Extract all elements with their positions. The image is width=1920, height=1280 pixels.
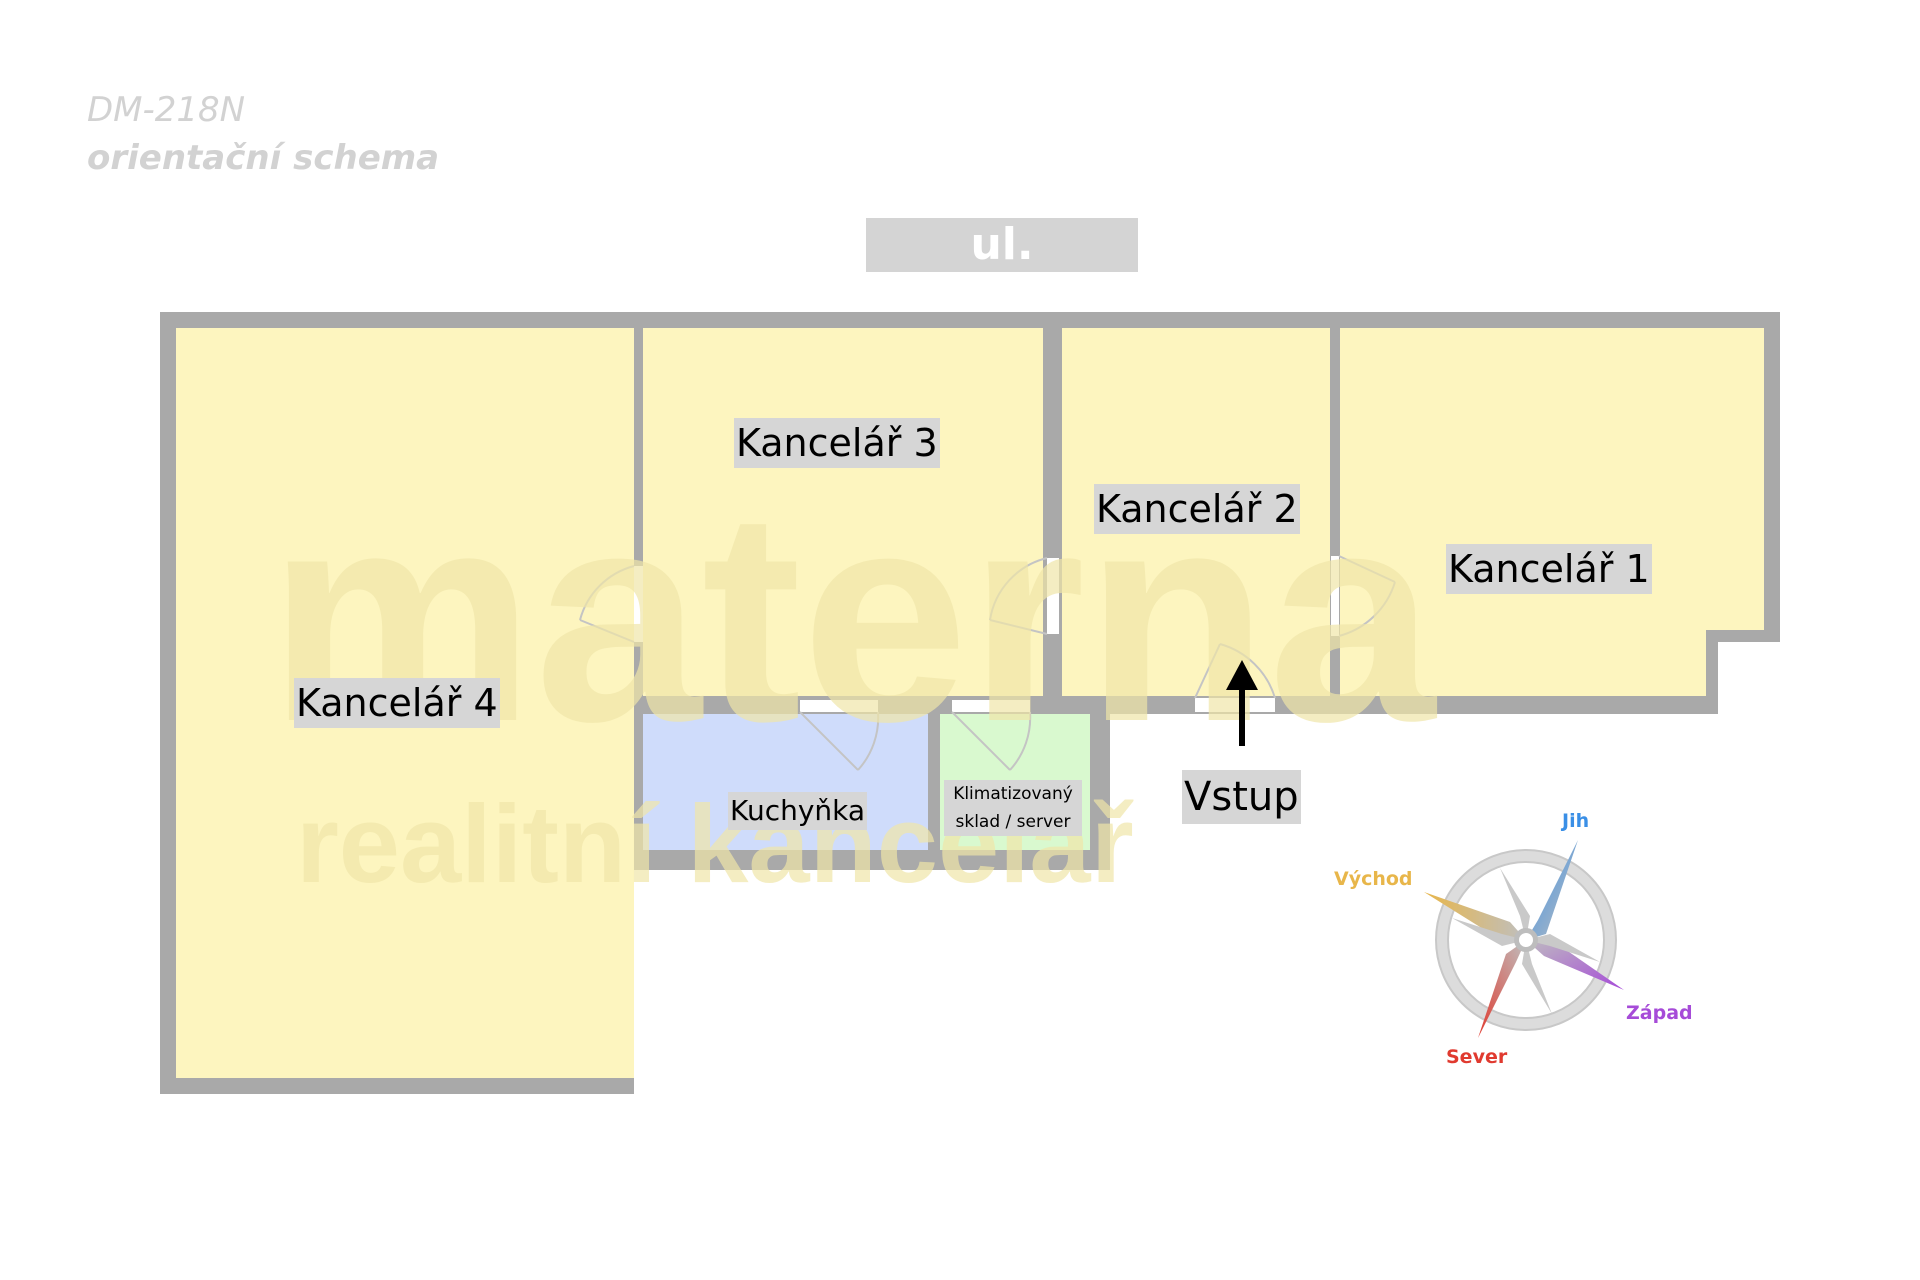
label-office2: Kancelář 2 — [1094, 484, 1300, 534]
label-office4: Kancelář 4 — [294, 678, 500, 728]
compass — [1424, 840, 1624, 1038]
compass-north-label: Sever — [1446, 1046, 1508, 1068]
entrance-arrow — [1226, 660, 1258, 746]
room-office1 — [1340, 328, 1764, 696]
label-kitchen: Kuchyňka — [728, 792, 868, 830]
inner-walls — [634, 312, 1706, 870]
compass-west-label: Západ — [1626, 1002, 1693, 1024]
label-office3: Kancelář 3 — [734, 418, 940, 468]
compass-east-label: Východ — [1334, 868, 1413, 890]
header: DM-218N orientační schema — [87, 86, 439, 182]
compass-south-label: Jih — [1562, 810, 1590, 832]
door-swings — [579, 555, 1396, 771]
label-server: Klimatizovaný sklad / server — [944, 780, 1082, 836]
room-office3 — [643, 328, 1043, 696]
label-office1: Kancelář 1 — [1446, 544, 1652, 594]
plan-subtitle: orientační schema — [87, 138, 440, 178]
compass-rose — [1424, 840, 1624, 1038]
label-entrance: Vstup — [1182, 770, 1301, 824]
label-server-line1: Klimatizovaný — [953, 784, 1073, 804]
listing-code: DM-218N — [87, 90, 246, 130]
label-server-line2: sklad / server — [955, 812, 1071, 832]
door-openings — [634, 556, 1339, 712]
